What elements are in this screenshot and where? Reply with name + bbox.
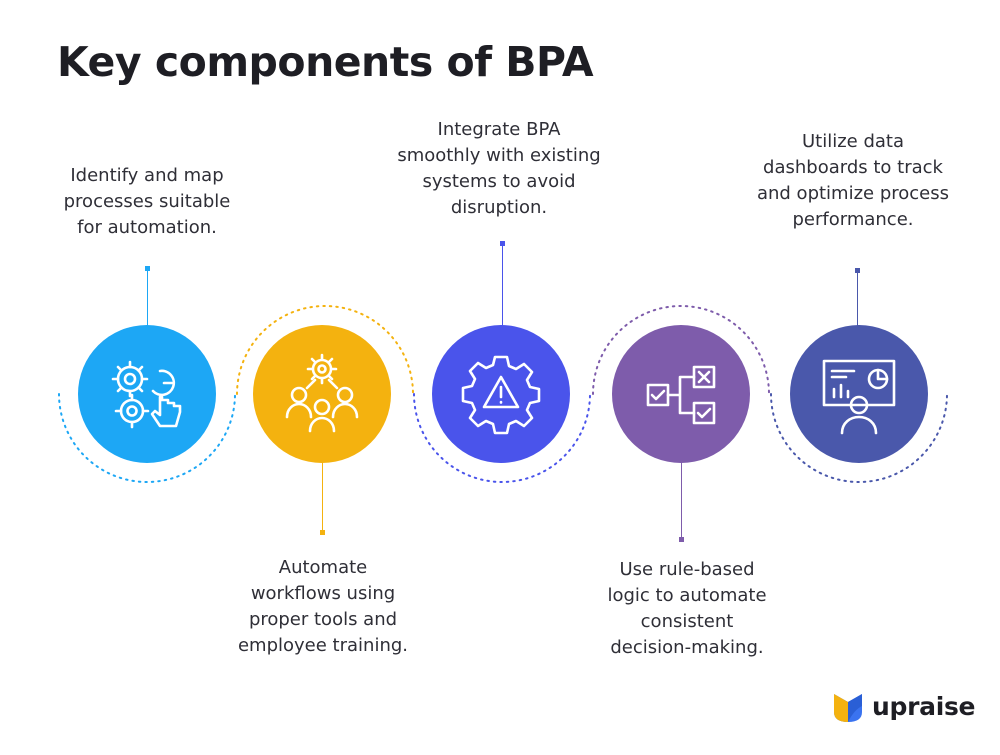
step-2-circle bbox=[253, 325, 391, 463]
step-3-circle bbox=[432, 325, 570, 463]
connector-dot-2 bbox=[320, 530, 325, 535]
step-4-circle bbox=[612, 325, 750, 463]
arc-2 bbox=[236, 305, 414, 395]
step-5-circle bbox=[790, 325, 928, 463]
arc-4 bbox=[592, 305, 770, 395]
brand-name: upraise bbox=[872, 691, 976, 721]
connector-line-5 bbox=[857, 270, 858, 326]
connector-dot-1 bbox=[145, 266, 150, 271]
step-2-description: Automate workflows using proper tools an… bbox=[237, 557, 409, 656]
gears-hand-icon bbox=[111, 360, 182, 429]
arc-3 bbox=[413, 393, 591, 483]
connector-dot-5 bbox=[855, 268, 860, 273]
connector-dot-4 bbox=[679, 537, 684, 542]
team-gear-icon bbox=[285, 353, 359, 433]
arc-5 bbox=[770, 393, 948, 483]
step-1-circle bbox=[78, 325, 216, 463]
arc-1 bbox=[58, 393, 236, 483]
brand-logo: upraise bbox=[832, 688, 976, 724]
page-title: Key components of BPA bbox=[57, 38, 594, 86]
connector-line-4 bbox=[681, 462, 682, 538]
step-5-description: Utilize data dashboards to track and opt… bbox=[756, 131, 950, 230]
decision-flow-icon bbox=[646, 365, 716, 425]
dashboard-presenter-icon bbox=[822, 359, 896, 435]
connector-line-3 bbox=[502, 244, 503, 326]
connector-line-1 bbox=[147, 268, 148, 326]
step-3-description: Integrate BPA smoothly with existing sys… bbox=[397, 119, 601, 218]
step-1-description: Identify and map processes suitable for … bbox=[63, 165, 231, 238]
connector-line-2 bbox=[322, 462, 323, 532]
step-4-description: Use rule-based logic to automate consist… bbox=[607, 559, 767, 658]
connector-dot-3 bbox=[500, 241, 505, 246]
upraise-logo-icon bbox=[834, 694, 862, 722]
gear-warning-icon bbox=[461, 355, 541, 435]
